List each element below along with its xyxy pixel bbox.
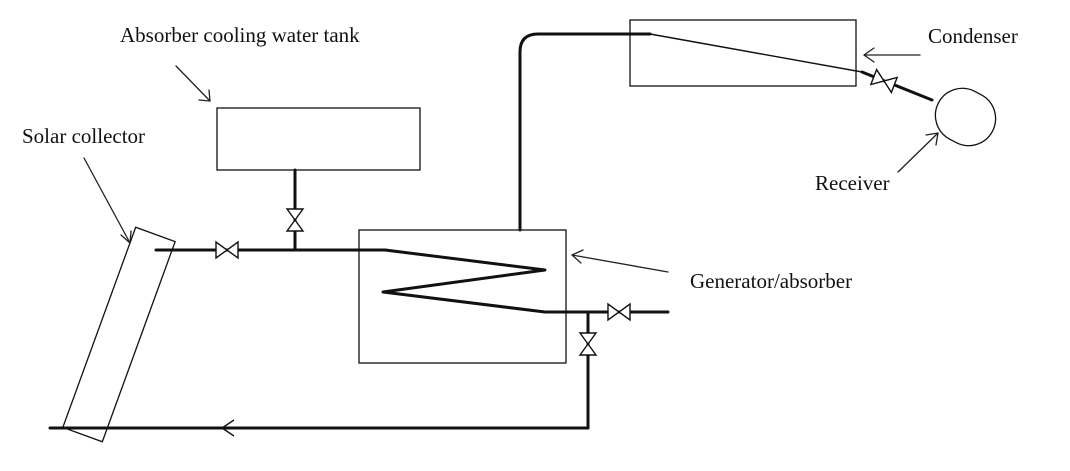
heat-exchanger-coil <box>381 248 670 314</box>
arrow-to-generator-absorber <box>571 249 669 273</box>
condenser-internal-line <box>649 33 863 73</box>
condenser <box>629 19 857 87</box>
label-receiver: Receiver <box>815 171 890 195</box>
vapor-pipe <box>518 32 652 232</box>
label-generator-absorber: Generator/absorber <box>690 269 852 293</box>
solar-collector <box>62 226 176 443</box>
valve-return-branch <box>578 332 598 356</box>
label-solar-collector: Solar collector <box>22 124 145 148</box>
arrow-to-receiver <box>897 132 939 173</box>
condenser-to-receiver-pipe <box>860 70 934 102</box>
arrow-to-cooling-tank <box>175 65 211 102</box>
absorber-cooling-water-tank <box>216 107 421 171</box>
valve-collector-outlet <box>215 240 239 260</box>
valve-outlet <box>607 302 631 322</box>
valve-condenser-receiver <box>869 68 899 94</box>
label-cooling-tank: Absorber cooling water tank <box>120 23 360 47</box>
arrow-to-solar-collector <box>83 157 132 244</box>
label-condenser: Condenser <box>928 24 1018 48</box>
return-flow-arrow <box>220 419 235 437</box>
receiver <box>934 87 997 147</box>
valve-tank-drain <box>285 208 305 232</box>
arrow-to-condenser <box>863 47 921 63</box>
